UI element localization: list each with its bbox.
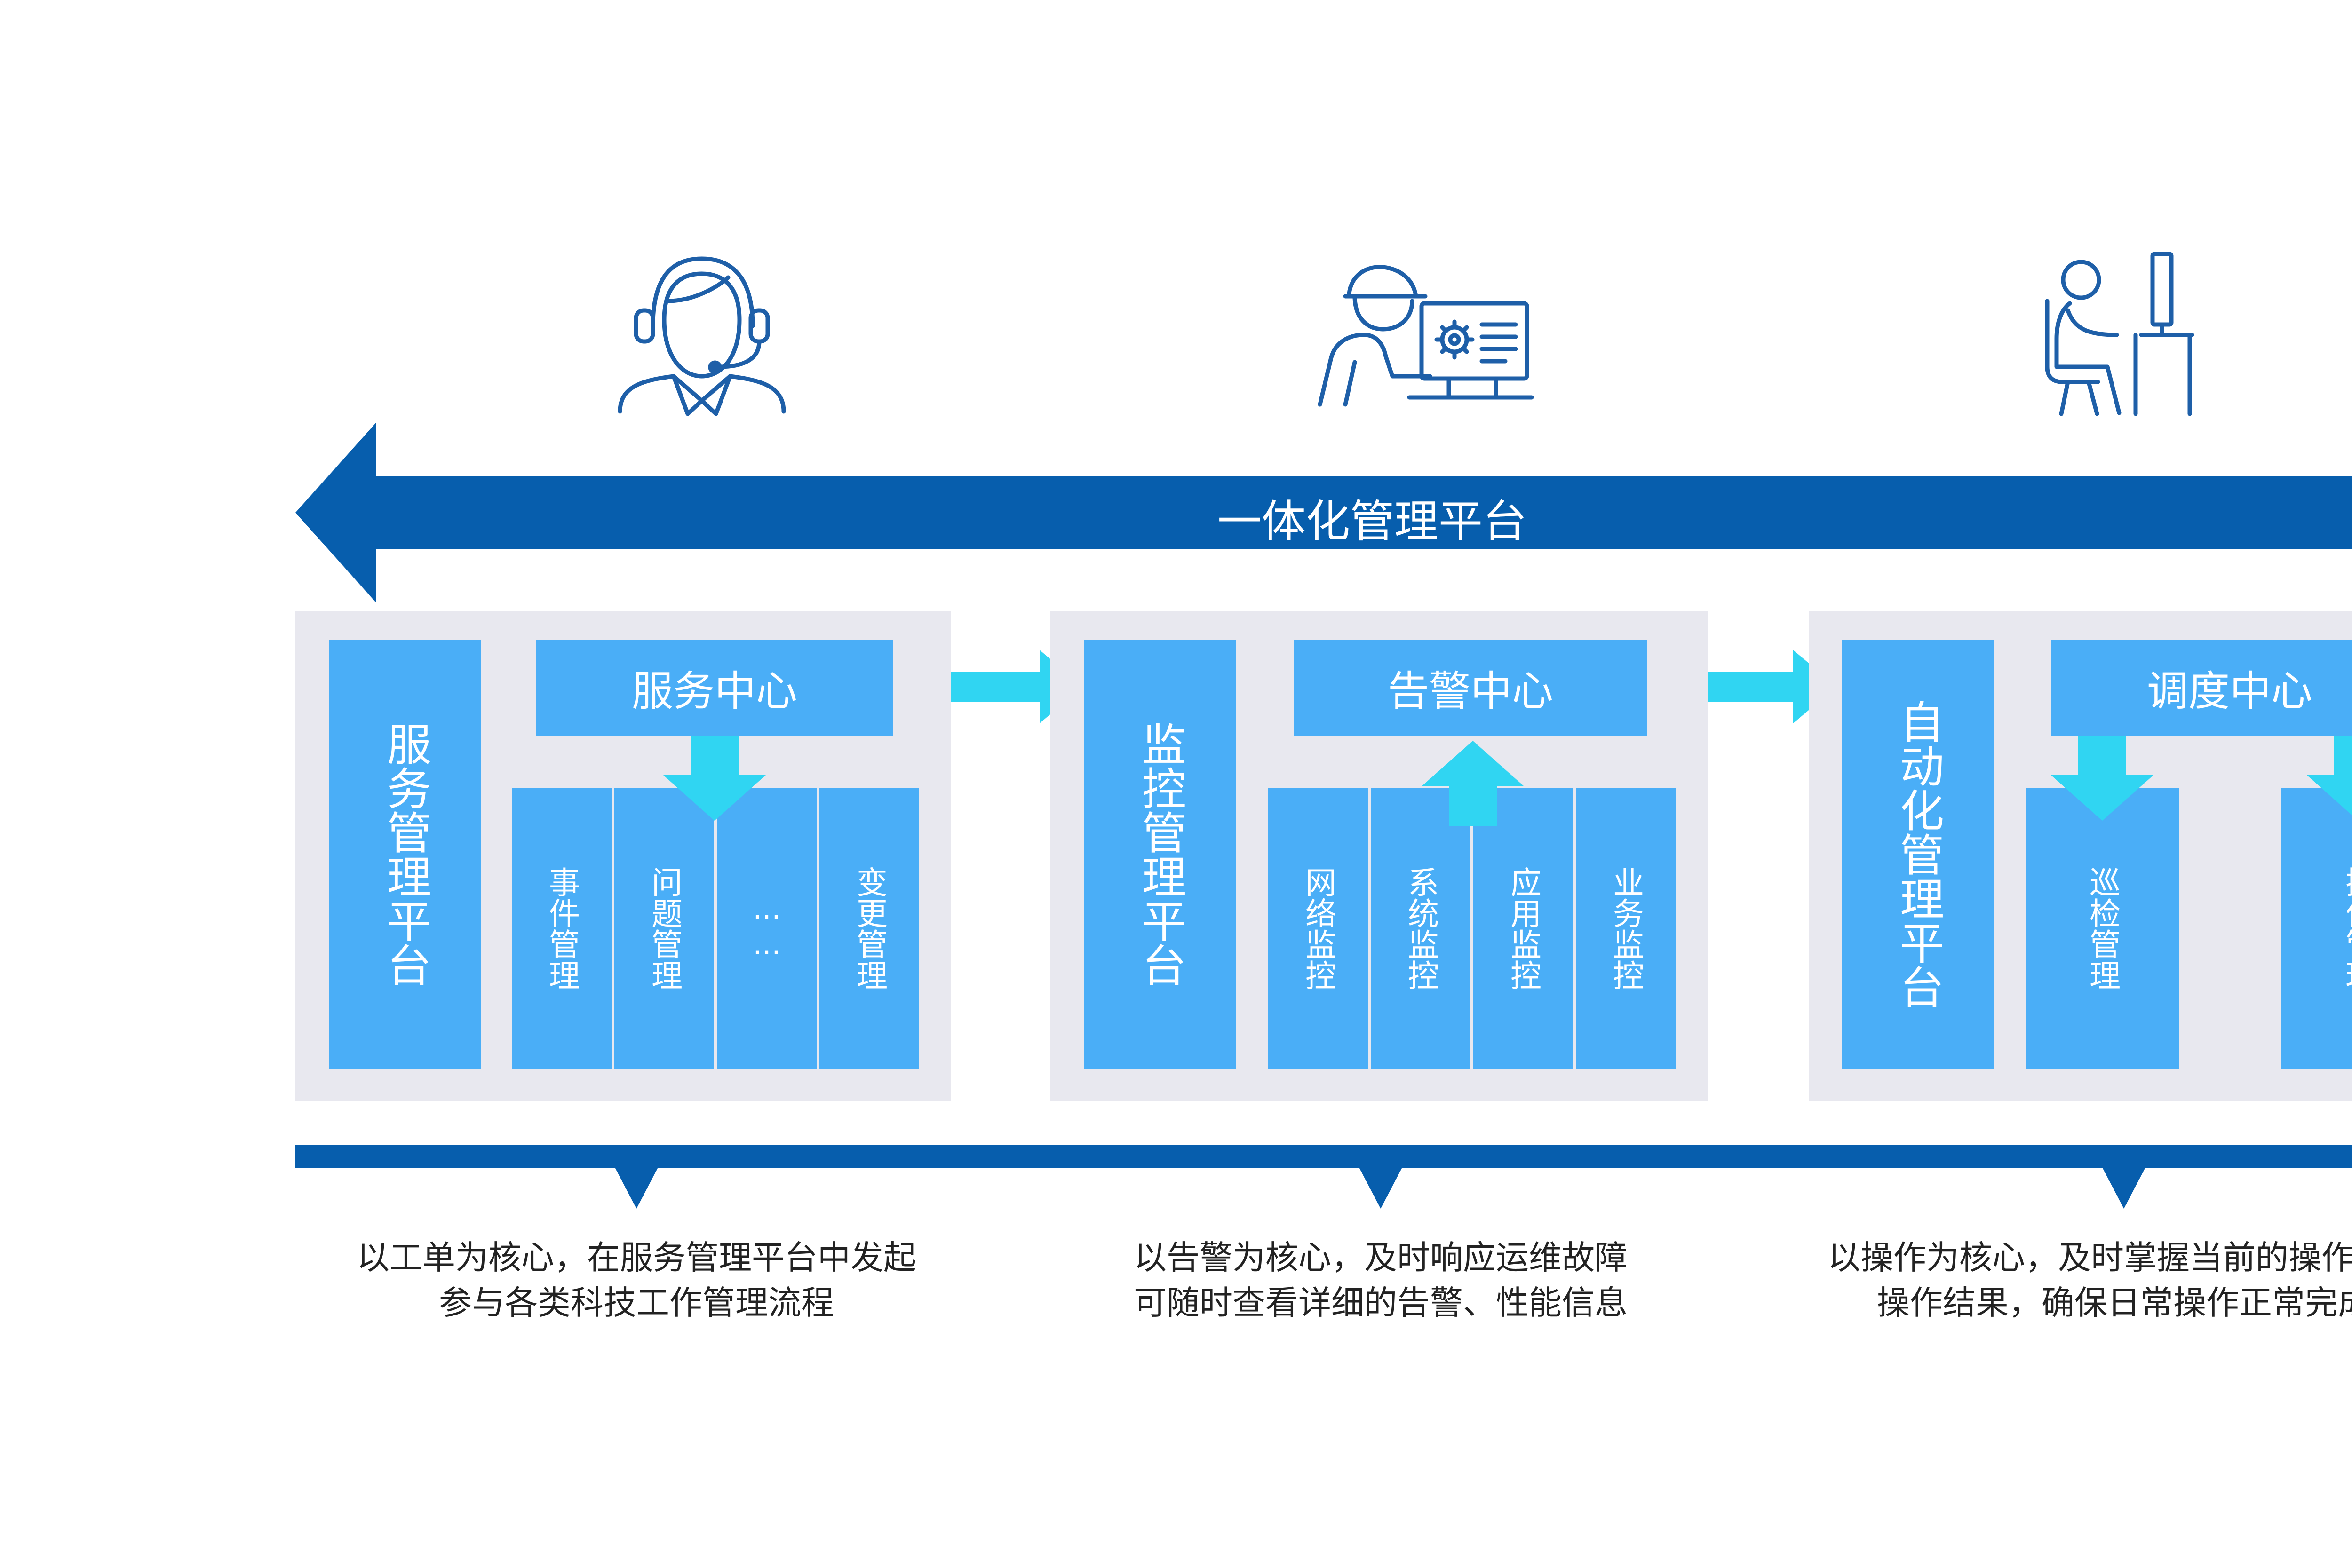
monitor-platform-label: 监控管理平台 bbox=[1084, 640, 1236, 1069]
down-arrow-service bbox=[663, 736, 766, 821]
pointer-right bbox=[2103, 1168, 2145, 1209]
down-arrow-inspection bbox=[2051, 736, 2153, 821]
up-arrow-alert bbox=[1422, 741, 1524, 826]
customer-service-headset-icon bbox=[618, 256, 786, 416]
monitor-description: 以告警为核心，及时响应运维故障 可随时查看详细的告警、性能信息 bbox=[1028, 1235, 1733, 1325]
monitor-description-line-1: 以告警为核心，及时响应运维故障 bbox=[1134, 1238, 1628, 1277]
service-description: 以工单为核心，在服务管理平台中发起 参与各类科技工作管理流程 bbox=[284, 1235, 989, 1325]
double-arrow-right bbox=[1646, 650, 1836, 723]
alert-center-header: 告警中心 bbox=[1294, 640, 1647, 736]
service-description-line-2: 参与各类科技工作管理流程 bbox=[439, 1283, 834, 1322]
service-platform-label: 服务管理平台 bbox=[329, 640, 481, 1069]
module-event-management: 事件管理 bbox=[512, 788, 612, 1069]
platform-title: 一体化管理平台 bbox=[1217, 496, 1527, 547]
service-center-header: 服务中心 bbox=[536, 640, 893, 736]
automation-description-line-2: 操作结果，确保日常操作正常完成 bbox=[1877, 1283, 2352, 1322]
module-business-monitor: 业务监控 bbox=[1576, 788, 1676, 1069]
module-change-management: 变更管理 bbox=[819, 788, 919, 1069]
module-inspection-management: 巡检管理 bbox=[2026, 788, 2179, 1069]
service-platform-text: 服务管理平台 bbox=[380, 721, 431, 987]
module-application-monitor: 应用监控 bbox=[1473, 788, 1573, 1069]
automation-description-line-1: 以操作为核心，及时掌握当前的操作状态 bbox=[1828, 1238, 2352, 1277]
monitor-description-line-2: 可随时查看详细的告警、性能信息 bbox=[1134, 1283, 1628, 1322]
automation-platform-label: 自动化管理平台 bbox=[1842, 640, 1994, 1069]
operator-at-desk-icon bbox=[2045, 252, 2194, 416]
pointer-middle bbox=[1359, 1168, 1402, 1209]
pointer-left bbox=[615, 1168, 658, 1209]
schedule-center-header: 调度中心 bbox=[2051, 640, 2352, 736]
module-ellipsis: …… bbox=[717, 788, 817, 1069]
service-description-line-1: 以工单为核心，在服务管理平台中发起 bbox=[357, 1238, 916, 1277]
module-operation-management: 操作管理 bbox=[2281, 788, 2352, 1069]
double-arrow-left bbox=[893, 650, 1083, 723]
bottom-bar bbox=[295, 1145, 2352, 1168]
automation-description: 以操作为核心，及时掌握当前的操作状态 操作结果，确保日常操作正常完成 bbox=[1771, 1235, 2352, 1325]
module-network-monitor: 网络监控 bbox=[1268, 788, 1368, 1069]
module-problem-management: 问题管理 bbox=[614, 788, 714, 1069]
down-arrow-operation bbox=[2307, 736, 2352, 816]
module-system-monitor: 系统监控 bbox=[1371, 788, 1470, 1069]
engineer-monitor-gear-icon bbox=[1318, 265, 1534, 407]
platform-double-arrow bbox=[295, 422, 2352, 603]
